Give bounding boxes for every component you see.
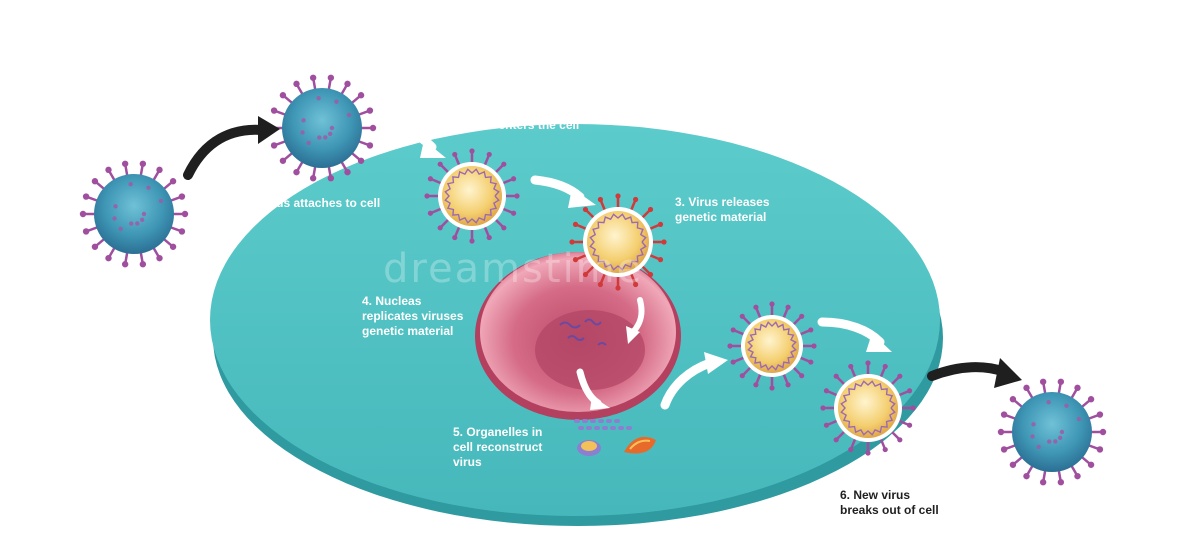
virus-budding — [820, 360, 916, 456]
virus-attached — [267, 74, 377, 182]
arrow-reassemble-white — [660, 352, 728, 410]
arrow-bud-white — [817, 317, 892, 352]
virus-entering — [424, 148, 520, 244]
step-3-label: 3. Virus releases genetic material — [675, 195, 770, 224]
step-5-label: 5. Organelles in cell reconstruct virus — [453, 425, 543, 469]
step-4-label: 4. Nucleas replicates viruses genetic ma… — [362, 294, 464, 338]
watermark: dreamstime — [383, 246, 644, 292]
step-6-label: 6. New virus breaks out of cell — [840, 488, 939, 517]
arrow-release-white — [530, 175, 596, 208]
virus-releasing — [569, 193, 667, 291]
nucleus — [475, 252, 681, 420]
virus-released — [997, 378, 1107, 486]
arrows — [183, 116, 1022, 410]
virus-free-incoming — [79, 160, 189, 268]
arrow-nucleus-white — [626, 297, 645, 344]
arrow-exit-dark — [927, 358, 1022, 388]
arrow-enter-white — [375, 126, 446, 158]
arrow-organelles-white — [576, 368, 610, 410]
organelles — [574, 419, 656, 456]
step-1-label: 1. Virus attaches to cell — [247, 196, 381, 210]
arrow-approach-dark — [183, 116, 280, 180]
virus-assembled — [727, 301, 817, 391]
step-2-label: 2. Virus enters the cell — [452, 118, 580, 132]
